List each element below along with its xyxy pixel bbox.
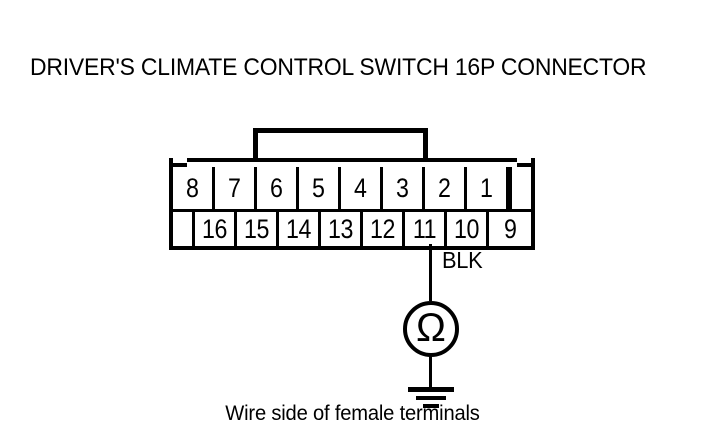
ground-bar-2 (416, 396, 446, 400)
pin-label-9: 9 (503, 213, 517, 244)
pin-label-5: 5 (312, 172, 325, 203)
pin-label-12: 12 (370, 213, 395, 244)
pin-cell-9[interactable]: 9 (489, 209, 531, 246)
pin-label-10: 10 (454, 213, 479, 244)
pin-label-3: 3 (396, 172, 409, 203)
pin-cell-7[interactable]: 7 (215, 167, 257, 209)
pin-cell-13[interactable]: 13 (321, 209, 363, 246)
latch-leg-right (423, 128, 428, 162)
pin-cell-6[interactable]: 6 (257, 167, 299, 209)
pin-label-15: 15 (244, 213, 269, 244)
chassis-ground-icon (402, 387, 460, 409)
ground-bar-1 (408, 387, 454, 392)
pin-cell-5[interactable]: 5 (299, 167, 341, 209)
pin-cell-2[interactable]: 2 (425, 167, 467, 209)
pin-label-13: 13 (328, 213, 353, 244)
omega-glyph: Ω (416, 306, 446, 350)
pin-label-8: 8 (186, 172, 199, 203)
latch-top-bar (253, 128, 428, 133)
pin-cell-1[interactable]: 1 (467, 167, 509, 209)
pin-label-14: 14 (286, 213, 311, 244)
pin-label-11: 11 (412, 213, 437, 244)
wire-lead-upper (429, 244, 432, 301)
pin-row-bottom: 16 15 14 13 12 11 10 9 (173, 209, 531, 246)
pin-cell-11[interactable]: 11 (405, 209, 447, 246)
pin-cell-blank-bottom (173, 209, 195, 246)
figure-caption-text: Wire side of female terminals (224, 402, 480, 425)
pin-cell-14[interactable]: 14 (279, 209, 321, 246)
ground-test-circuit: BLK Ω (380, 244, 510, 408)
shell-notch-right (517, 158, 531, 167)
pin-row-top: 8 7 6 5 4 3 2 1 (173, 167, 531, 209)
pin-label-6: 6 (270, 172, 283, 203)
pin-cell-15[interactable]: 15 (237, 209, 279, 246)
pin-cell-4[interactable]: 4 (341, 167, 383, 209)
page-title: DRIVER'S CLIMATE CONTROL SWITCH 16P CONN… (30, 54, 647, 81)
pin-cell-3[interactable]: 3 (383, 167, 425, 209)
connector-16p: 8 7 6 5 4 3 2 1 16 15 14 13 12 11 10 9 (169, 128, 535, 250)
figure-caption: Wire side of female terminals (0, 402, 704, 425)
pin-cell-8[interactable]: 8 (173, 167, 215, 209)
pin-label-7: 7 (228, 172, 241, 203)
pin-label-16: 16 (202, 213, 227, 244)
pin-cell-blank-top (509, 167, 531, 209)
pin-cell-16[interactable]: 16 (195, 209, 237, 246)
pin-cell-10[interactable]: 10 (447, 209, 489, 246)
pin-cell-12[interactable]: 12 (363, 209, 405, 246)
pin-label-4: 4 (354, 172, 367, 203)
connector-latch-bracket (253, 128, 428, 162)
wire-lead-lower (429, 356, 432, 388)
pin-label-1: 1 (480, 172, 493, 203)
latch-leg-left (253, 128, 258, 162)
pin-label-2: 2 (438, 172, 451, 203)
wire-color-label: BLK (442, 247, 483, 273)
pin-grid: 8 7 6 5 4 3 2 1 16 15 14 13 12 11 10 9 (173, 167, 531, 246)
ohmmeter-icon: Ω (403, 301, 459, 357)
ground-bar-3 (423, 404, 439, 408)
shell-notch-left (173, 158, 187, 167)
